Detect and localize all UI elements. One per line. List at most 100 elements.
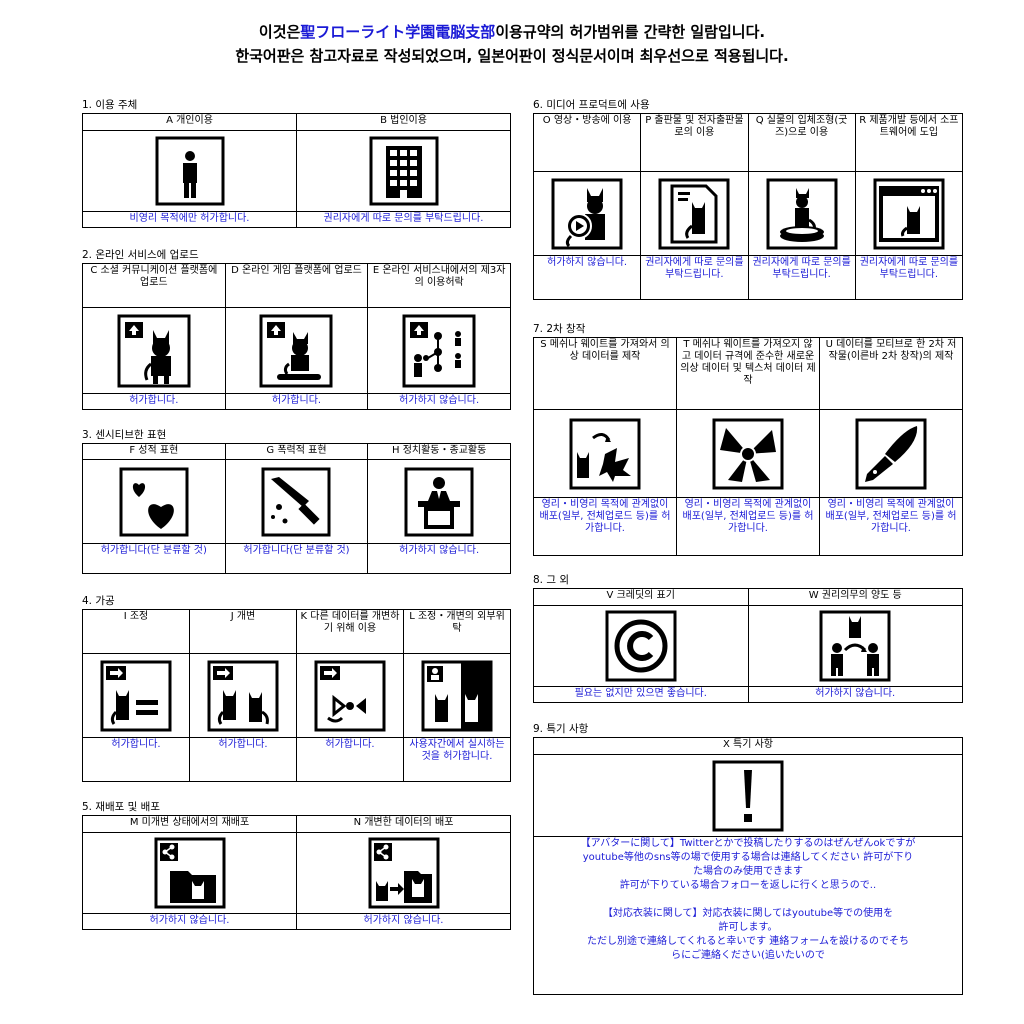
note-line: 【対応衣装に関して】対応衣装に関してはyoutube等での使用を [602,908,894,919]
outsource-icon [421,660,493,732]
page-header: 이것은聖フローライト学園電脳支部이용규약의 허가범위를 간략한 일람입니다. 한… [0,20,1024,68]
status-text: 허가하지 않습니다. [747,686,963,703]
bow-icon [712,418,784,490]
cell-label: X 특기 사항 [533,737,963,755]
notes-table: X 특기 사항 【アバターに関して】Twitterとかで投稿したりするのはぜんぜ… [533,737,963,995]
distribute-modified-icon [368,837,440,909]
section-other: 8. 그 외 V 크레딧의 표기 W 권리의무의 양도 등 필요는 없지만 있으… [533,573,963,703]
status-text: 영리・비영리 목적에 관계없이 배포(일부, 전체업로드 등)를 허가합니다. [533,497,677,556]
adjust-icon [100,660,172,732]
status-text: 허가합니다. [189,737,297,782]
section-online-upload: 2. 온라인 서비스에 업로드 C 소셜 커뮤니케이션 플랫폼에 업로드 D 온… [82,248,511,410]
knife-icon [261,467,331,537]
section-special-notes: 9. 특기 사항 X 특기 사항 【アバターに関して】Twitterとかで投稿し… [533,722,963,995]
permission-table: O 영상・방송에 이용 P 출판물 및 전자출판물로의 이용 Q 실물의 입체조… [532,113,964,300]
video-icon [551,178,623,250]
mesh-import-icon [569,418,641,490]
person-icon [155,136,225,206]
section-redistribution: 5. 재배포 및 배포 M 미개변 상태에서의 재배포 N 개변한 데이터의 배… [82,800,511,930]
cell-label: O 영상・방송에 이용 [532,113,642,172]
section-title: 7. 2차 창작 [533,323,586,335]
cell-label: T 메쉬나 웨이트를 가져오지 않고 데이터 규격에 준수한 새로운 의상 데이… [676,337,820,410]
status-text: 허가합니다. [82,737,190,782]
third-party-share-icon [402,314,476,388]
status-text: 허가하지 않습니다. [296,913,511,930]
section-title: 8. 그 외 [533,574,570,586]
upload-game-icon [259,314,333,388]
header-line-1: 이것은聖フローライト学園電脳支部이용규약의 허가범위를 간략한 일람입니다. [258,23,766,41]
cell-label: R 제품개발 등에서 소프트웨어에 도입 [854,113,964,172]
note-line: 許可します。 [718,922,778,933]
section-derivative-work: 7. 2차 창작 S 메쉬나 웨이트를 가져와서 의상 데이터를 제작 T 메쉬… [533,322,963,556]
status-text: 사용자간에서 실시하는 것을 허가합니다. [403,737,511,782]
upload-social-icon [117,314,191,388]
section-media-product: 6. 미디어 프로덕트에 사용 O 영상・방송에 이용 P 출판물 및 전자출판… [532,98,964,300]
status-text: 권리자에게 따로 문의를 부탁드립니다. [640,255,749,300]
status-text: 허가하지 않습니다. [532,255,642,300]
status-text: 허가합니다. [82,393,226,410]
software-icon [873,178,945,250]
permission-table: M 미개변 상태에서의 재배포 N 개변한 데이터의 배포 허가하지 않습니다.… [82,815,511,930]
section-title: 6. 미디어 프로덕트에 사용 [533,99,650,111]
building-icon [369,136,439,206]
status-text: 영리・비영리 목적에 관계없이 배포(일부, 전체업로드 등)를 허가합니다. [819,497,963,556]
status-text: 허가합니다. [224,393,369,410]
note-line [536,894,960,908]
header-line-2: 한국어판은 참고자료로 작성되었으며, 일본어판이 정식문서이며 최우선으로 적… [235,47,789,65]
cell-label: B 법인이용 [296,113,511,131]
section-title: 9. 특기 사항 [533,723,589,735]
redistribute-icon [154,837,226,909]
status-text: 허가하지 않습니다. [367,543,511,574]
cell-label: L 조정・개변의 외부위탁 [403,609,511,654]
status-text: 권리자에게 따로 문의를 부탁드립니다. [296,211,511,228]
cell-label: U 데이터를 모티브로 한 2차 저작물(이른바 2차 창작)의 제작 [819,337,963,410]
permission-table: A 개인이용 B 법인이용 비영리 목적에만 허가합니다. 권리자에게 따로 문… [82,113,511,228]
status-text: 권리자에게 따로 문의를 부탁드립니다. [747,255,856,300]
note-line: らにご連絡ください(追いたいので [671,950,825,961]
note-line: ただし別途で連絡してくれると幸いです 連絡フォームを設けるのでそち [587,936,909,947]
section-usage-subject: 1. 이용 주체 A 개인이용 B 법인이용 비영리 목적에만 허가합니다. 권… [82,98,511,228]
use-for-other-icon [314,660,386,732]
note-line: 【アバターに関して】Twitterとかで投稿したりするのはぜんぜんokですが [580,838,916,849]
copyright-icon [605,610,677,682]
cell-label: M 미개변 상태에서의 재배포 [82,815,297,833]
status-text: 허가합니다(단 분류할 것) [82,543,226,574]
cell-label: H 정치활동・종교활동 [367,443,511,460]
status-text: 허가합니다. [296,737,404,782]
permission-table: S 메쉬나 웨이트를 가져와서 의상 데이터를 제작 T 메쉬나 웨이트를 가져… [533,337,963,556]
status-text: 필요는 없지만 있으면 좋습니다. [533,686,749,703]
cell-label: G 폭력적 표현 [224,443,369,460]
modify-icon [207,660,279,732]
status-text: 허가하지 않습니다. [367,393,511,410]
permission-table: V 크레딧의 표기 W 권리의무의 양도 등 필요는 없지만 있으면 좋습니다.… [533,588,963,703]
cell-label: D 온라인 게임 플랫폼에 업로드 [224,263,369,308]
status-text: 허가하지 않습니다. [82,913,297,930]
section-title: 2. 온라인 서비스에 업로드 [82,249,199,261]
cell-label: A 개인이용 [82,113,297,131]
note-line: youtube等他のsns等の場で使用する場合は連絡してください 許可が下り [582,852,914,863]
cell-label: N 개변한 데이터의 배포 [296,815,511,833]
cell-label: K 다른 데이터를 개변하기 위해 이용 [296,609,404,654]
pen-icon [855,418,927,490]
status-text: 권리자에게 따로 문의를 부탁드립니다. [854,255,964,300]
figure-icon [766,178,838,250]
section-title: 5. 재배포 및 배포 [82,801,160,813]
section-processing: 4. 가공 I 조정 J 개변 K 다른 데이터를 개변하기 위해 이용 L 조… [82,594,511,782]
cell-label: W 권리의무의 양도 등 [747,588,963,606]
status-text: 비영리 목적에만 허가합니다. [82,211,297,228]
permission-table: I 조정 J 개변 K 다른 데이터를 개변하기 위해 이용 L 조정・개변의 … [82,609,511,782]
status-text: 영리・비영리 목적에 관계없이 배포(일부, 전체업로드 등)를 허가합니다. [676,497,820,556]
section-title: 4. 가공 [82,595,115,607]
podium-icon [404,467,474,537]
section-title: 3. 센시티브한 표현 [82,429,167,441]
cell-label: V 크레딧의 표기 [533,588,749,606]
exclamation-icon [712,760,784,832]
note-line: た場合のみ使用できます [693,866,803,877]
section-title: 1. 이용 주체 [82,99,138,111]
hearts-icon [119,467,189,537]
cell-label: I 조정 [82,609,190,654]
cell-label: C 소셜 커뮤니케이션 플랫폼에 업로드 [82,263,226,308]
brand-name: 聖フローライト学園電脳支部 [300,23,496,41]
cell-label: E 온라인 서비스내에서의 제3자의 이용허락 [367,263,511,308]
permission-table: F 성적 표현 G 폭력적 표현 H 정치활동・종교활동 허가합니다(단 분류할… [82,443,511,574]
